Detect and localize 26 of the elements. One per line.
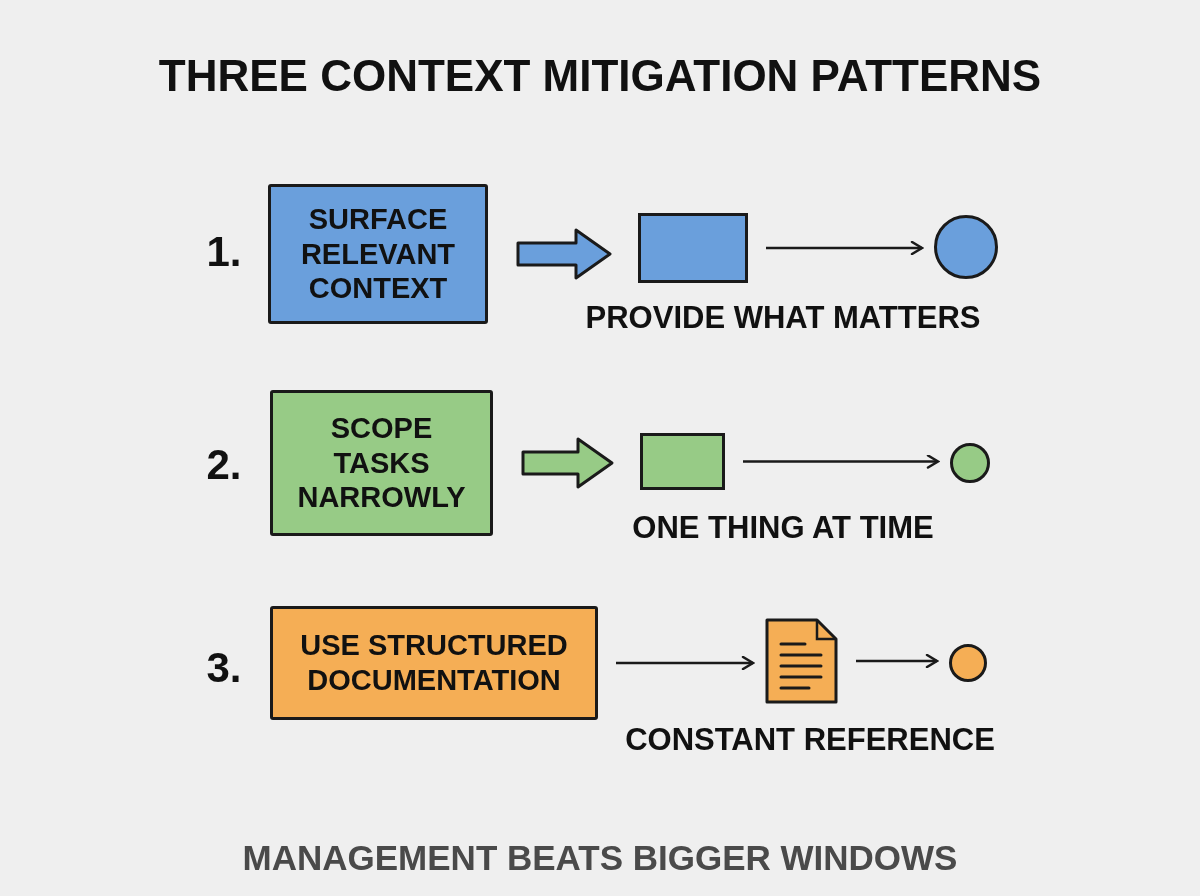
- circle-shape: [934, 215, 998, 279]
- rectangle-shape: [638, 213, 748, 283]
- step-number: 2.: [206, 441, 242, 489]
- step-caption: PROVIDE WHAT MATTERS: [585, 300, 981, 336]
- title: THREE CONTEXT MITIGATION PATTERNS: [158, 51, 1042, 101]
- arrow: [856, 653, 939, 669]
- caption: MANAGEMENT BEATS BIGGER WINDOWS: [242, 838, 958, 878]
- process-box: [268, 184, 488, 324]
- block-arrow: [521, 437, 614, 489]
- arrow: [766, 240, 924, 256]
- process-box: [270, 390, 493, 536]
- step-caption: CONSTANT REFERENCE: [625, 722, 995, 758]
- document-icon: [765, 618, 838, 704]
- box-label: USE STRUCTURED DOCUMENTATION: [299, 628, 569, 698]
- process-box: [270, 606, 598, 720]
- arrow: [616, 655, 755, 671]
- box-label: SCOPE TASKS NARROWLY: [296, 410, 467, 516]
- step-number: 3.: [206, 644, 242, 692]
- arrow: [743, 454, 940, 469]
- box-label: SURFACE RELEVANT CONTEXT: [299, 201, 457, 307]
- circle-shape: [949, 644, 987, 682]
- rectangle-shape: [640, 433, 725, 490]
- circle-shape: [950, 443, 990, 483]
- step-caption: ONE THING AT TIME: [632, 510, 934, 546]
- block-arrow: [516, 228, 612, 280]
- step-number: 1.: [206, 228, 242, 276]
